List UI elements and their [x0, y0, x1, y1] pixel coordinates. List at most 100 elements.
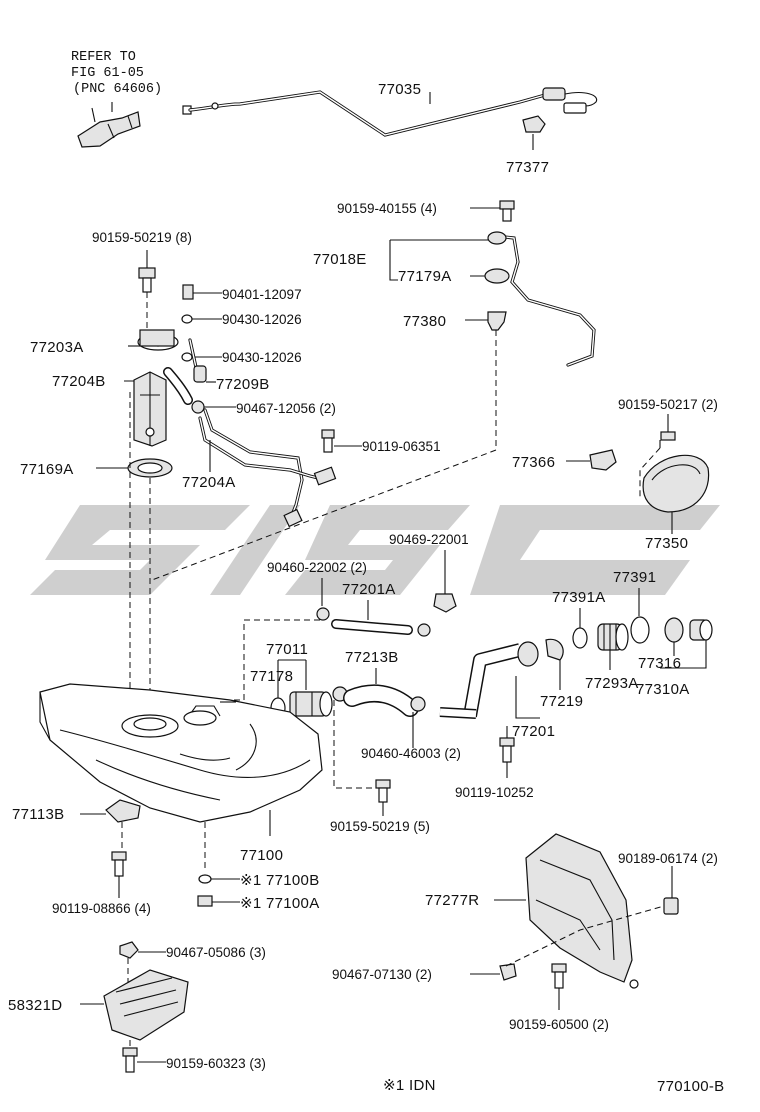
ring-77169A: [127, 458, 173, 478]
hose-77201A: [331, 619, 413, 635]
label-77178: 77178: [250, 668, 293, 685]
bolt-90119-08866: [111, 851, 127, 898]
washer-90430-12026-a: [181, 314, 222, 324]
label-90467-07130: 90467-07130 (2): [332, 967, 432, 982]
label-90159-40155: 90159-40155 (4): [337, 201, 437, 216]
label-90467-12056: 90467-12056 (2): [236, 401, 336, 416]
label-90460-46003: 90460-46003 (2): [361, 746, 461, 761]
protector-77277R: [525, 833, 639, 989]
label-77011: 77011: [266, 641, 308, 658]
label-77204A: 77204A: [182, 474, 236, 491]
label-77310A: 77310A: [636, 681, 690, 698]
bolt-90119-06351: [321, 429, 362, 453]
refer-note-line-3: (PNC 64606): [73, 82, 162, 97]
label-77100B: ※1 77100B: [240, 872, 320, 889]
bolt-90159-50219-5: [375, 779, 391, 816]
lid-77350: [642, 454, 710, 534]
refer-note-line-2: FIG 61-05: [71, 66, 144, 81]
ring-77391A: [572, 627, 588, 649]
pad-77113B: [80, 799, 141, 852]
label-77380: 77380: [403, 313, 446, 330]
hose-short: [163, 367, 205, 414]
footnote: ※1 IDN: [383, 1077, 436, 1094]
label-90401-12097: 90401-12097: [222, 287, 302, 302]
label-77366: 77366: [512, 454, 555, 471]
pipe-77018E: [484, 231, 596, 367]
bolt-90159-40155: [470, 200, 515, 222]
label-58321D: 58321D: [8, 997, 62, 1014]
neck-77293A: [597, 623, 629, 670]
hinge-77366: [589, 449, 617, 471]
diagram-code: 770100-B: [657, 1078, 724, 1095]
cable-77035: [182, 87, 598, 137]
label-77179A: 77179A: [398, 268, 452, 285]
leader-77018E: [389, 239, 490, 281]
label-90430-12026-a: 90430-12026: [222, 312, 302, 327]
bracket-64606: [77, 102, 141, 148]
bolt-90159-50217: [659, 414, 676, 448]
washer-90430-12026-b: [181, 352, 222, 362]
label-77100: 77100: [240, 847, 283, 864]
filler-pipe-77201: [439, 638, 564, 719]
label-90119-10252: 90119-10252: [455, 785, 534, 800]
dash-upper-hose: [234, 619, 320, 701]
label-77391A: 77391A: [552, 589, 606, 606]
leader-77011: [277, 659, 307, 700]
bolt-90401-12097: [182, 284, 222, 300]
label-77277R: 77277R: [425, 892, 479, 909]
label-77350: 77350: [645, 535, 688, 552]
clip-90469-22001: [433, 593, 457, 613]
dash-lower-hose: [333, 700, 376, 789]
label-90460-22002: 90460-22002 (2): [267, 560, 367, 575]
label-77293A: 77293A: [585, 675, 639, 692]
nut-90189-06174: [663, 866, 679, 915]
cap-77316: [660, 617, 713, 669]
cover-58321D: [80, 969, 189, 1048]
label-77035: 77035: [378, 81, 421, 98]
label-77209B: 77209B: [216, 376, 270, 393]
label-77018E: 77018E: [313, 251, 367, 268]
label-90469-22001: 90469-22001: [389, 532, 469, 547]
bolt-90159-50219-8: [138, 250, 156, 293]
clip-90467-07130: [470, 905, 665, 981]
label-77204B: 77204B: [52, 373, 106, 390]
label-90119-06351: 90119-06351: [362, 439, 441, 454]
fuel-tank-77100: [39, 683, 323, 836]
label-90159-60500: 90159-60500 (2): [509, 1017, 609, 1032]
bolt-90119-10252: [499, 726, 515, 778]
clip-90467-05086: [119, 941, 166, 990]
label-90159-60323: 90159-60323 (3): [166, 1056, 266, 1071]
label-77100A: ※1 77100A: [240, 895, 320, 912]
clip-77377: [522, 115, 546, 150]
label-90467-05086: 90467-05086 (3): [166, 945, 266, 960]
label-90159-50219-5: 90159-50219 (5): [330, 819, 430, 834]
label-77201: 77201: [512, 723, 555, 740]
cap-77380: [465, 311, 507, 331]
label-77377: 77377: [506, 159, 549, 176]
bolt-90159-60500: [551, 963, 567, 1010]
plug-77100A: [197, 895, 240, 907]
ring-77391: [630, 616, 650, 644]
label-77113B: 77113B: [12, 806, 64, 823]
label-90430-12026-b: 90430-12026: [222, 350, 302, 365]
clamp-90460-22002: [316, 607, 431, 637]
refer-note: REFER TO FIG 61-05 (PNC 64606): [71, 50, 162, 97]
dash-77380: [151, 330, 497, 581]
label-77391: 77391: [613, 569, 656, 586]
label-77219: 77219: [540, 693, 583, 710]
label-77213B: 77213B: [345, 649, 399, 666]
label-77316: 77316: [638, 655, 681, 672]
label-77201A: 77201A: [342, 581, 396, 598]
label-90119-08866: 90119-08866 (4): [52, 901, 151, 916]
label-77169A: 77169A: [20, 461, 74, 478]
gasket-77203A: [137, 329, 179, 351]
refer-note-line-1: REFER TO: [71, 50, 136, 65]
label-90189-06174: 90189-06174 (2): [618, 851, 718, 866]
label-90159-50217: 90159-50217 (2): [618, 397, 718, 412]
label-90159-50219-8: 90159-50219 (8): [92, 230, 192, 245]
hose-77213B: [332, 684, 426, 717]
bolt-90159-60323: [122, 1047, 166, 1073]
hose-77209B: [188, 338, 216, 383]
